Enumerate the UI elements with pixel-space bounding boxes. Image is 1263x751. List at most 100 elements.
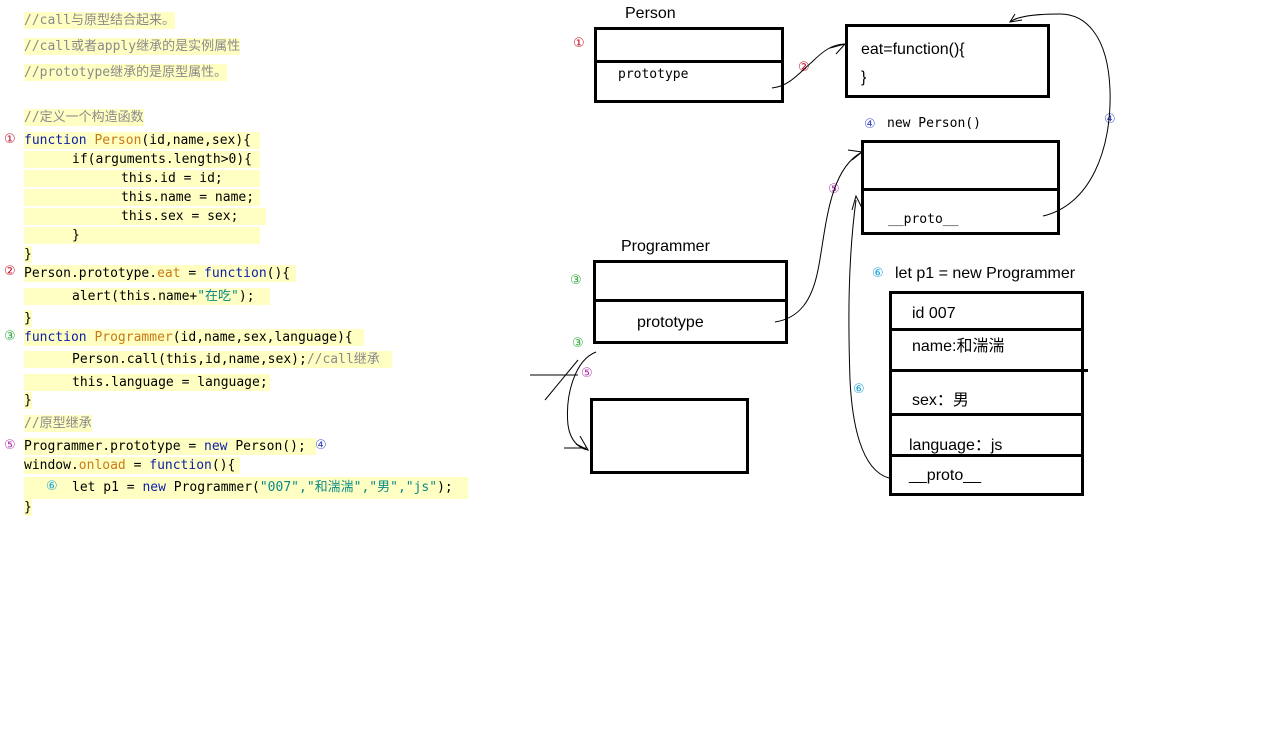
code-text: = [125, 458, 150, 473]
code-text: let p1 = [72, 480, 143, 495]
marker-3: ③ [570, 273, 582, 288]
code-text: Person.prototype. [24, 266, 158, 281]
code-line-proto-eat: Person.prototype.eat = function(){ [24, 265, 296, 282]
marker-5: ⑤ [581, 366, 593, 381]
marker-1: ① [4, 132, 16, 147]
arrow-head [575, 435, 590, 452]
code-line-onload: window.onload = function(){ [24, 457, 240, 474]
code-text: (){ [211, 458, 236, 473]
code-text: = [180, 266, 205, 281]
code-line-close: } [24, 499, 32, 516]
code-line-if: if(arguments.length>0){ [24, 151, 260, 168]
code-line-language: this.language = language; [24, 374, 270, 391]
empty-instance-box [590, 398, 749, 474]
code-comment: //call或者apply继承的是实例属性 [24, 38, 241, 55]
code-text: (id,name,sex,language){ [172, 330, 353, 345]
code-text: (id,name,sex){ [141, 133, 251, 148]
code-text: ); [238, 289, 255, 304]
code-text: window. [24, 458, 79, 473]
code-text: (){ [266, 266, 291, 281]
code-line-person-func: function Person(id,name,sex){ [24, 132, 260, 149]
code-comment: //call继承 [306, 352, 380, 367]
code-text: Programmer( [165, 480, 260, 495]
programmer-box [593, 260, 788, 344]
code-text: alert(this.name+ [72, 289, 198, 304]
programmer-title: Programmer [621, 238, 710, 255]
marker-4: ④ [864, 117, 876, 132]
person-prototype-label: prototype [618, 67, 689, 82]
p1-id-label: id 007 [912, 305, 956, 322]
code-line-proto-new: Programmer.prototype = new Person(); [24, 438, 316, 455]
divider [889, 328, 1084, 331]
arrow-head [829, 43, 847, 55]
divider [889, 454, 1084, 457]
marker-3: ③ [572, 336, 584, 351]
marker-6: ⑥ [853, 382, 865, 397]
new-person-proto-label: __proto__ [888, 212, 959, 227]
marker-5: ⑤ [4, 438, 16, 453]
person-prototype-box [845, 24, 1050, 98]
p1-box [889, 291, 1084, 496]
code-comment: //call与原型结合起来。 [24, 12, 175, 29]
arrow-programmer-prototype [774, 151, 863, 323]
string: "在吃" [197, 289, 239, 304]
marker-6: ⑥ [872, 266, 884, 281]
arrow-head [847, 149, 864, 161]
code-comment: //定义一个构造函数 [24, 109, 144, 126]
marker-2: ② [798, 60, 810, 75]
p1-language-label: language：js [909, 437, 1003, 454]
arrow-person-prototype [771, 43, 846, 89]
code-line-close: } [24, 392, 32, 409]
arrow-head [1008, 13, 1023, 23]
code-text: Person.call(this,id,name,sex); [72, 352, 307, 367]
person-box [594, 27, 784, 103]
marker-2: ② [4, 264, 16, 279]
p1-proto-label: __proto__ [909, 467, 982, 484]
code-line-close: } [24, 246, 32, 263]
code-line-call: Person.call(this,id,name,sex);//call继承 [24, 351, 392, 368]
divider [593, 299, 788, 302]
keyword: function [204, 266, 267, 281]
keyword: new [204, 439, 228, 454]
code-line-this-sex: this.sex = sex; [24, 208, 266, 225]
property-name: eat [157, 266, 181, 281]
p1-title: let p1 = new Programmer [895, 265, 1076, 282]
code-line-let-p1: let p1 = new Programmer("007","和湍湍","男",… [24, 477, 468, 499]
keyword: new [142, 480, 166, 495]
code-line-programmer-func: function Programmer(id,name,sex,language… [24, 329, 364, 346]
arrow-call-curve [566, 351, 597, 451]
keyword: function [24, 330, 95, 345]
marker-1: ① [573, 36, 585, 51]
marker-6: ⑥ [46, 479, 58, 494]
p1-sex-label: sex：男 [912, 392, 969, 409]
divider [861, 188, 1060, 191]
marker-4: ④ [1104, 112, 1116, 127]
code-line-close: } [24, 227, 260, 244]
string: "007","和湍湍","男","js" [259, 480, 438, 495]
code-text: Person(); [227, 439, 306, 454]
function-name: Person [94, 133, 142, 148]
programmer-prototype-label: prototype [637, 314, 704, 331]
eat-function-label: eat=function(){ [861, 41, 965, 58]
code-line-this-id: this.id = id; [24, 170, 260, 187]
eat-function-close: } [861, 69, 867, 86]
divider [889, 369, 1088, 372]
new-person-title: new Person() [887, 116, 981, 131]
marker-3: ③ [4, 329, 16, 344]
arrow-p1-proto [848, 199, 890, 479]
marker-4: ④ [315, 438, 327, 453]
person-title: Person [625, 5, 676, 22]
p1-name-label: name:和湍湍 [912, 338, 1005, 355]
keyword: function [149, 458, 212, 473]
property-name: onload [78, 458, 126, 473]
code-text: Programmer.prototype = [24, 439, 205, 454]
keyword: function [24, 133, 95, 148]
code-line-this-name: this.name = name; [24, 189, 260, 206]
new-person-box [861, 140, 1060, 235]
code-comment: //原型继承 [24, 415, 92, 432]
code-line-alert: alert(this.name+"在吃"); [24, 288, 270, 305]
code-line-close: } [24, 310, 32, 327]
code-comment: //prototype继承的是原型属性。 [24, 64, 228, 81]
code-text: ); [437, 480, 453, 495]
